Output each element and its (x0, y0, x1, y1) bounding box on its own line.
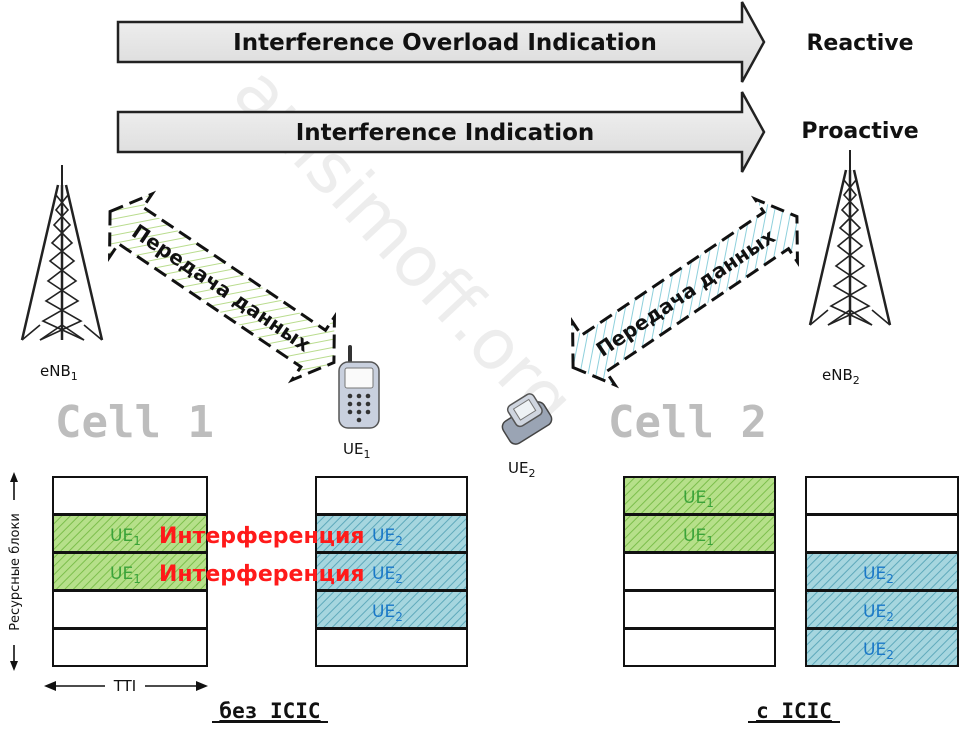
interference-indication-arrow: Interference Indication (116, 91, 766, 173)
enb2-base: eNB (822, 366, 853, 384)
enb1-tower-icon (20, 163, 104, 342)
grid-cell2-no-icic (315, 476, 468, 667)
without-icic-label: без ICIC (219, 699, 320, 723)
grid-cell2-icic (805, 476, 959, 667)
rb-ue2-label: UE2 (863, 640, 894, 662)
interference-label: Интерференция (159, 524, 365, 549)
rb-ue-sub: 2 (395, 534, 403, 548)
ue1-sub: 1 (363, 448, 370, 461)
rb-ue-base: UE (863, 564, 886, 584)
right-data-link-arrow: Передача данных (570, 195, 800, 389)
left-data-link-arrow: Передача данных (107, 190, 337, 384)
enb1-sub: 1 (71, 370, 78, 383)
rb-ue-base: UE (372, 564, 395, 584)
rb-ue-sub: 1 (706, 496, 714, 510)
ue1-label: UE1 (343, 440, 370, 461)
rb-ue-sub: 2 (395, 572, 403, 586)
rb-ue2-label: UE2 (863, 602, 894, 624)
rb-ue-sub: 2 (886, 572, 894, 586)
grid-cell1-no-icic (52, 476, 208, 667)
rb-ue-base: UE (372, 526, 395, 546)
cell2-label: Cell 2 (608, 397, 767, 448)
reactive-label: Reactive (806, 31, 913, 56)
rb-ue-sub: 2 (886, 610, 894, 624)
ue1-phone-icon (338, 345, 380, 429)
rb-ue2-label: UE2 (372, 564, 403, 586)
rb-ue-base: UE (110, 526, 133, 546)
rb-ue-sub: 1 (133, 572, 141, 586)
resource-blocks-axis: Ресурсные блоки (4, 472, 24, 671)
rb-ue-base: UE (863, 602, 886, 622)
rb-ue1-label: UE1 (110, 564, 141, 586)
right-link-label: Передача данных (592, 224, 780, 362)
watermark: anisimoff.org (218, 51, 591, 443)
rb-ue-base: UE (372, 602, 395, 622)
with-icic-label: с ICIC (756, 699, 832, 723)
enb1-label: eNB1 (40, 362, 78, 383)
rb-ue-base: UE (683, 526, 706, 546)
rb-ue1-label: UE1 (683, 488, 714, 510)
rb-ue-base: UE (110, 564, 133, 584)
rb-ue-base: UE (863, 640, 886, 660)
rb-ue1-label: UE1 (683, 526, 714, 548)
indication-label: Interference Indication (296, 120, 595, 146)
resource-blocks-label: Ресурсные блоки (8, 513, 23, 631)
ue2-phone-icon (501, 393, 553, 445)
ue2-sub: 2 (528, 467, 535, 480)
cell1-label: Cell 1 (55, 397, 214, 448)
ue2-base: UE (508, 459, 528, 477)
rb-ue2-label: UE2 (863, 564, 894, 586)
interference-label: Интерференция (159, 562, 365, 587)
interference-overload-arrow: Interference Overload Indication (116, 1, 766, 83)
left-link-label: Передача данных (128, 219, 316, 357)
tti-axis: TTI (44, 676, 208, 696)
rb-ue2-label: UE2 (372, 602, 403, 624)
rb-ue-sub: 1 (706, 534, 714, 548)
rb-ue-base: UE (683, 488, 706, 508)
enb1-base: eNB (40, 362, 71, 380)
tti-label: TTI (113, 677, 137, 695)
rb-ue2-label: UE2 (372, 526, 403, 548)
enb2-sub: 2 (853, 374, 860, 387)
enb2-label: eNB2 (822, 366, 860, 387)
rb-ue-sub: 1 (133, 534, 141, 548)
grid-cell1-icic (623, 476, 776, 667)
rb-ue-sub: 2 (395, 610, 403, 624)
overload-label: Interference Overload Indication (233, 30, 657, 56)
proactive-label: Proactive (801, 119, 918, 144)
ue1-base: UE (343, 440, 363, 458)
rb-ue1-label: UE1 (110, 526, 141, 548)
rb-ue-sub: 2 (886, 648, 894, 662)
ue2-label: UE2 (508, 459, 535, 480)
enb2-tower-icon (808, 148, 892, 327)
